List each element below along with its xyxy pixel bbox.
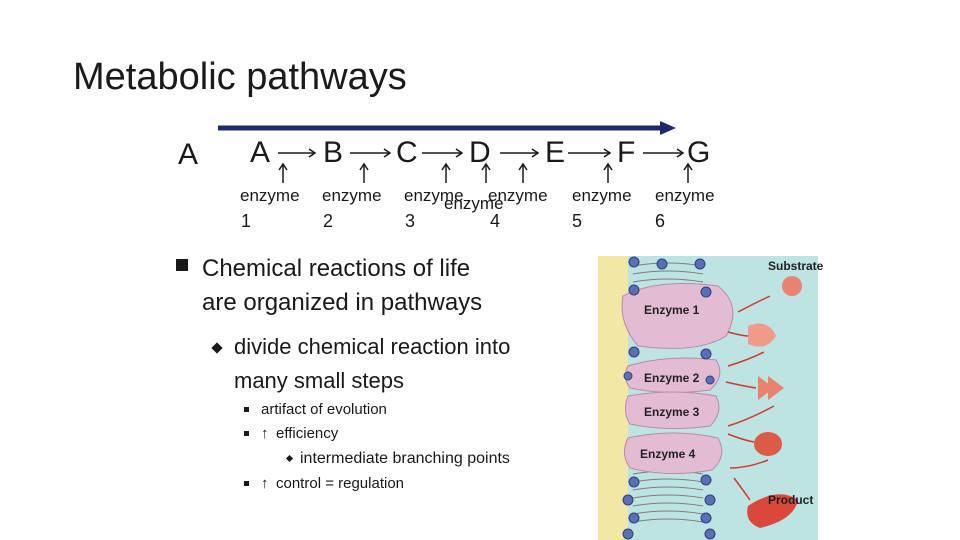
point-control-arrow: ↑ [261, 475, 269, 492]
reaction-arrows [725, 295, 775, 501]
enzyme-5-number: 5 [572, 211, 583, 231]
molecule-D: D [469, 136, 491, 169]
phospholipid-heads [622, 256, 716, 540]
enzyme-extra-label: enzyme [444, 194, 504, 213]
molecule-B: B [323, 136, 344, 169]
main-bullet-line2: are organized in pathways [202, 289, 483, 316]
molecule-G: G [687, 136, 711, 169]
enzyme-1-text: Enzyme 1 [644, 303, 700, 317]
enzyme-4-shape [624, 432, 723, 475]
point-bullet-square [244, 407, 249, 412]
product-shape [747, 494, 798, 528]
molecule-C: C [396, 136, 418, 169]
overall-pathway-arrowhead [660, 121, 676, 135]
step-arrows [278, 148, 685, 158]
intermediate-2 [758, 376, 784, 400]
enzyme-1-number: 1 [241, 211, 252, 231]
product-label: Product [768, 493, 813, 507]
enzyme-3-number: 3 [405, 211, 416, 231]
sub-bullet-line2: many small steps [234, 368, 404, 393]
molecule-A: A [250, 136, 271, 169]
enzyme-2-label: enzyme [322, 186, 382, 205]
enzyme-up-arrows [278, 162, 693, 183]
enzyme-2-number: 2 [323, 211, 334, 231]
molecule-F: F [617, 136, 636, 169]
bullet-square [176, 259, 188, 271]
substrate-label: Substrate [768, 259, 824, 273]
point-sub-diamond [285, 454, 294, 463]
enzyme-2-shape [624, 357, 721, 394]
slide-title: Metabolic pathways [73, 56, 407, 98]
main-bullet-line1: Chemical reactions of life [202, 255, 471, 282]
enzyme-1-shape [621, 283, 734, 349]
enzyme-4-text: Enzyme 4 [640, 447, 696, 461]
point-efficiency: efficiency [276, 425, 339, 442]
point-bullet-square [244, 431, 249, 436]
sub-bullet-line1: divide chemical reaction into [234, 334, 511, 359]
enzyme-3-text: Enzyme 3 [644, 405, 700, 419]
point-efficiency-arrow: ↑ [261, 425, 269, 442]
enzyme-3-shape [624, 391, 720, 430]
enzyme-3-label: enzyme [404, 186, 464, 205]
point-branching: intermediate branching points [300, 450, 510, 467]
enzyme-5-label: enzyme [572, 186, 632, 205]
point-control: control = regulation [276, 475, 404, 492]
point-bullet-square [244, 481, 249, 486]
substrate-shape [782, 276, 802, 296]
enzyme-2-text: Enzyme 2 [644, 371, 700, 385]
molecule-E: E [545, 136, 566, 169]
sub-bullet-diamond [211, 342, 223, 354]
pathway-start-letter: A [178, 138, 199, 171]
enzyme-6-label: enzyme [655, 186, 715, 205]
enzyme-pathway-figure: Substrate Enzyme 1 Enzyme 2 Enzyme 3 Enz… [598, 256, 824, 540]
enzyme-4-label: enzyme [488, 186, 548, 205]
enzyme-1-label: enzyme [240, 186, 300, 205]
pathway-arrows [218, 121, 693, 183]
point-artifact: artifact of evolution [261, 401, 387, 418]
intermediate-1 [748, 323, 776, 347]
enzyme-6-number: 6 [655, 211, 666, 231]
intermediate-3 [754, 432, 782, 456]
enzyme-4-number: 4 [490, 211, 501, 231]
